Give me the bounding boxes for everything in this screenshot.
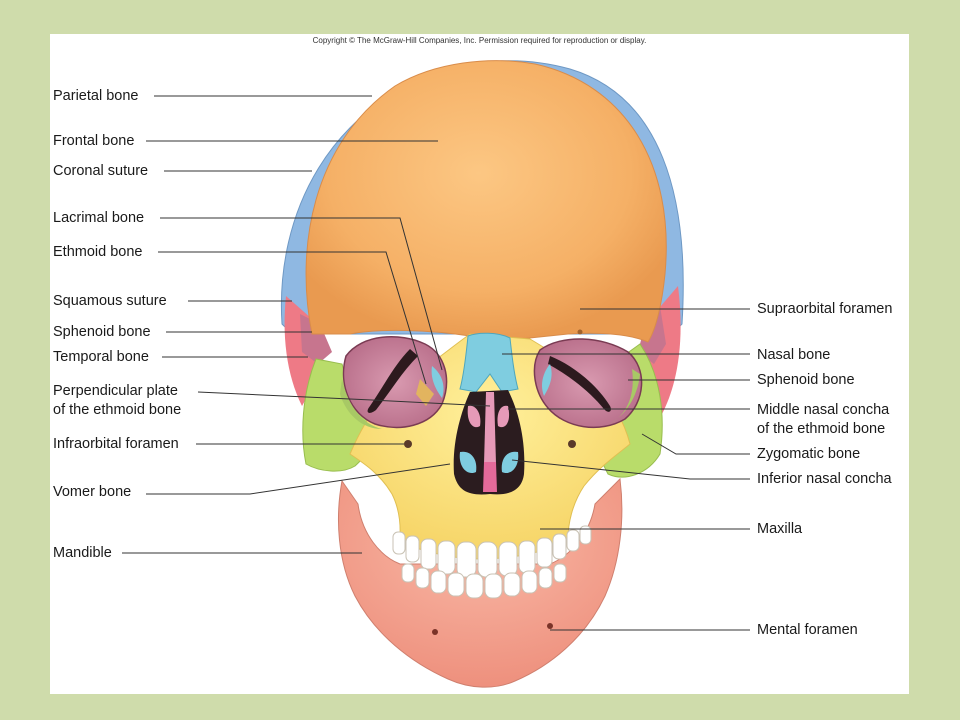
label-perpendicular-plate-line2: of the ethmoid bone xyxy=(53,402,182,418)
lower-tooth xyxy=(484,573,503,599)
label-nasal-bone: Nasal bone xyxy=(757,347,831,363)
upper-tooth xyxy=(518,540,536,574)
lacrimal-bone-right xyxy=(542,364,552,396)
upper-tooth xyxy=(552,533,567,560)
label-sphenoid-bone-left: Sphenoid bone xyxy=(53,324,151,340)
lower-tooth xyxy=(401,563,415,583)
skull-diagram xyxy=(122,60,750,688)
leader-perpendicular xyxy=(197,391,491,407)
label-squamous-suture: Squamous suture xyxy=(53,293,167,309)
leader-zygomatic xyxy=(641,433,750,455)
label-supraorbital-foramen: Supraorbital foramen xyxy=(757,301,893,317)
label-ethmoid-bone: Ethmoid bone xyxy=(53,244,143,260)
label-infraorbital-foramen: Infraorbital foramen xyxy=(53,436,179,452)
upper-tooth xyxy=(420,538,437,570)
upper-tooth xyxy=(579,525,592,545)
label-mental-foramen: Mental foramen xyxy=(757,622,858,638)
ethmoid-orbit xyxy=(416,379,434,406)
upper-tooth xyxy=(392,531,406,555)
sphenoid-wing-left xyxy=(300,314,332,364)
label-middle-concha-line2: of the ethmoid bone xyxy=(757,421,886,437)
copyright-notice: Copyright © The McGraw-Hill Companies, I… xyxy=(312,36,647,45)
label-temporal-bone: Temporal bone xyxy=(53,349,149,365)
lower-tooth xyxy=(521,570,538,594)
label-lacrimal-bone: Lacrimal bone xyxy=(53,210,145,226)
vomer xyxy=(483,462,497,492)
middle-concha-left xyxy=(467,405,481,428)
inferior-concha-left xyxy=(459,451,477,474)
upper-tooth xyxy=(405,535,420,563)
infraorbital-foramen-right xyxy=(568,440,576,448)
leader-ethmoid xyxy=(158,251,427,385)
upper-tooth xyxy=(437,540,456,575)
slide-panel: Copyright © The McGraw-Hill Companies, I… xyxy=(50,34,909,694)
lower-tooth xyxy=(415,567,430,589)
label-maxilla: Maxilla xyxy=(757,521,803,537)
teeth xyxy=(392,525,592,599)
label-middle-concha-line1: Middle nasal concha xyxy=(757,402,890,418)
middle-concha-right xyxy=(497,405,510,428)
orbit-floor-right xyxy=(605,369,640,426)
label-zygomatic-bone: Zygomatic bone xyxy=(757,446,861,462)
label-frontal-bone: Frontal bone xyxy=(53,133,135,149)
upper-tooth xyxy=(536,537,553,568)
perpendicular-plate xyxy=(484,392,496,464)
inferior-concha-right xyxy=(501,451,519,474)
lower-tooth xyxy=(553,563,567,583)
leader-lacrimal xyxy=(160,217,443,371)
nasal-bone xyxy=(459,332,519,393)
orbital-fissure-left xyxy=(367,349,418,413)
supraorbital-foramen xyxy=(577,329,583,335)
lower-tooth xyxy=(447,572,465,597)
leader-vomer xyxy=(146,463,451,495)
lower-tooth xyxy=(430,570,447,594)
label-parietal-bone: Parietal bone xyxy=(53,88,139,104)
leader-lines xyxy=(122,95,750,631)
label-vomer-bone: Vomer bone xyxy=(53,484,132,500)
orbital-fissure-right xyxy=(548,356,611,412)
lower-tooth xyxy=(503,572,521,597)
label-mandible: Mandible xyxy=(53,545,112,561)
upper-tooth xyxy=(498,541,518,577)
label-coronal-suture: Coronal suture xyxy=(53,163,149,179)
infraorbital-foramen-left xyxy=(404,440,412,448)
leader-inferior-concha xyxy=(511,459,750,480)
upper-tooth xyxy=(566,529,580,552)
lower-tooth xyxy=(538,567,553,589)
lower-tooth xyxy=(465,573,484,599)
label-sphenoid-bone-right: Sphenoid bone xyxy=(757,372,855,388)
upper-tooth xyxy=(477,541,498,578)
mental-foramen-left xyxy=(432,629,438,635)
label-inferior-nasal-concha: Inferior nasal concha xyxy=(757,471,892,487)
lacrimal-bone xyxy=(431,366,444,398)
orbit-floor-left xyxy=(340,379,382,429)
mental-foramen-right xyxy=(547,623,553,629)
label-perpendicular-plate-line1: Perpendicular plate xyxy=(53,383,178,399)
upper-tooth xyxy=(456,541,477,578)
